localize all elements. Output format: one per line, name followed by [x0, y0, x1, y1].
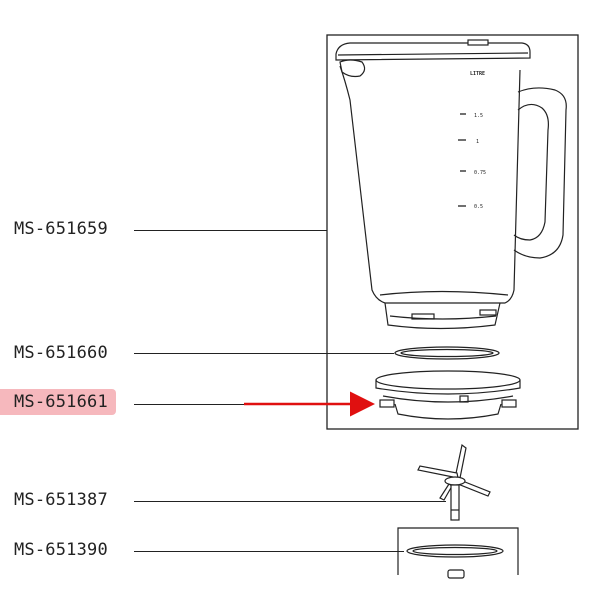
jug-drawing: [335, 39, 567, 330]
leader-line-ms-651660: [134, 353, 394, 354]
jug-level-2: 1: [476, 139, 479, 145]
part-label-ms-651659[interactable]: MS-651659: [14, 219, 108, 239]
leader-line-ms-651387: [134, 501, 446, 502]
leader-line-ms-651390: [134, 551, 404, 552]
jug-scale-markings: LITRE 1.5 1 0.75 0.5: [470, 71, 486, 210]
jug-unit-label: LITRE: [470, 71, 485, 77]
base-ring-drawing: [375, 370, 521, 420]
jug-assembly-frame: [326, 34, 579, 430]
jug-scale-ticks: [458, 113, 466, 207]
jug-level-4: 0.5: [474, 204, 483, 210]
part-label-ms-651387[interactable]: MS-651387: [14, 490, 108, 510]
part-label-ms-651661-highlighted[interactable]: MS-651661: [0, 389, 116, 415]
part-label-ms-651660[interactable]: MS-651660: [14, 343, 108, 363]
blade-assembly-drawing: [417, 443, 491, 521]
lower-part-drawing: [397, 527, 519, 579]
leader-line-ms-651661: [134, 404, 244, 405]
part-label-ms-651390[interactable]: MS-651390: [14, 540, 108, 560]
leader-line-ms-651659: [134, 230, 327, 231]
sealing-ring-drawing: [394, 346, 500, 360]
jug-level-3: 0.75: [474, 170, 486, 176]
jug-level-1: 1.5: [474, 113, 483, 119]
